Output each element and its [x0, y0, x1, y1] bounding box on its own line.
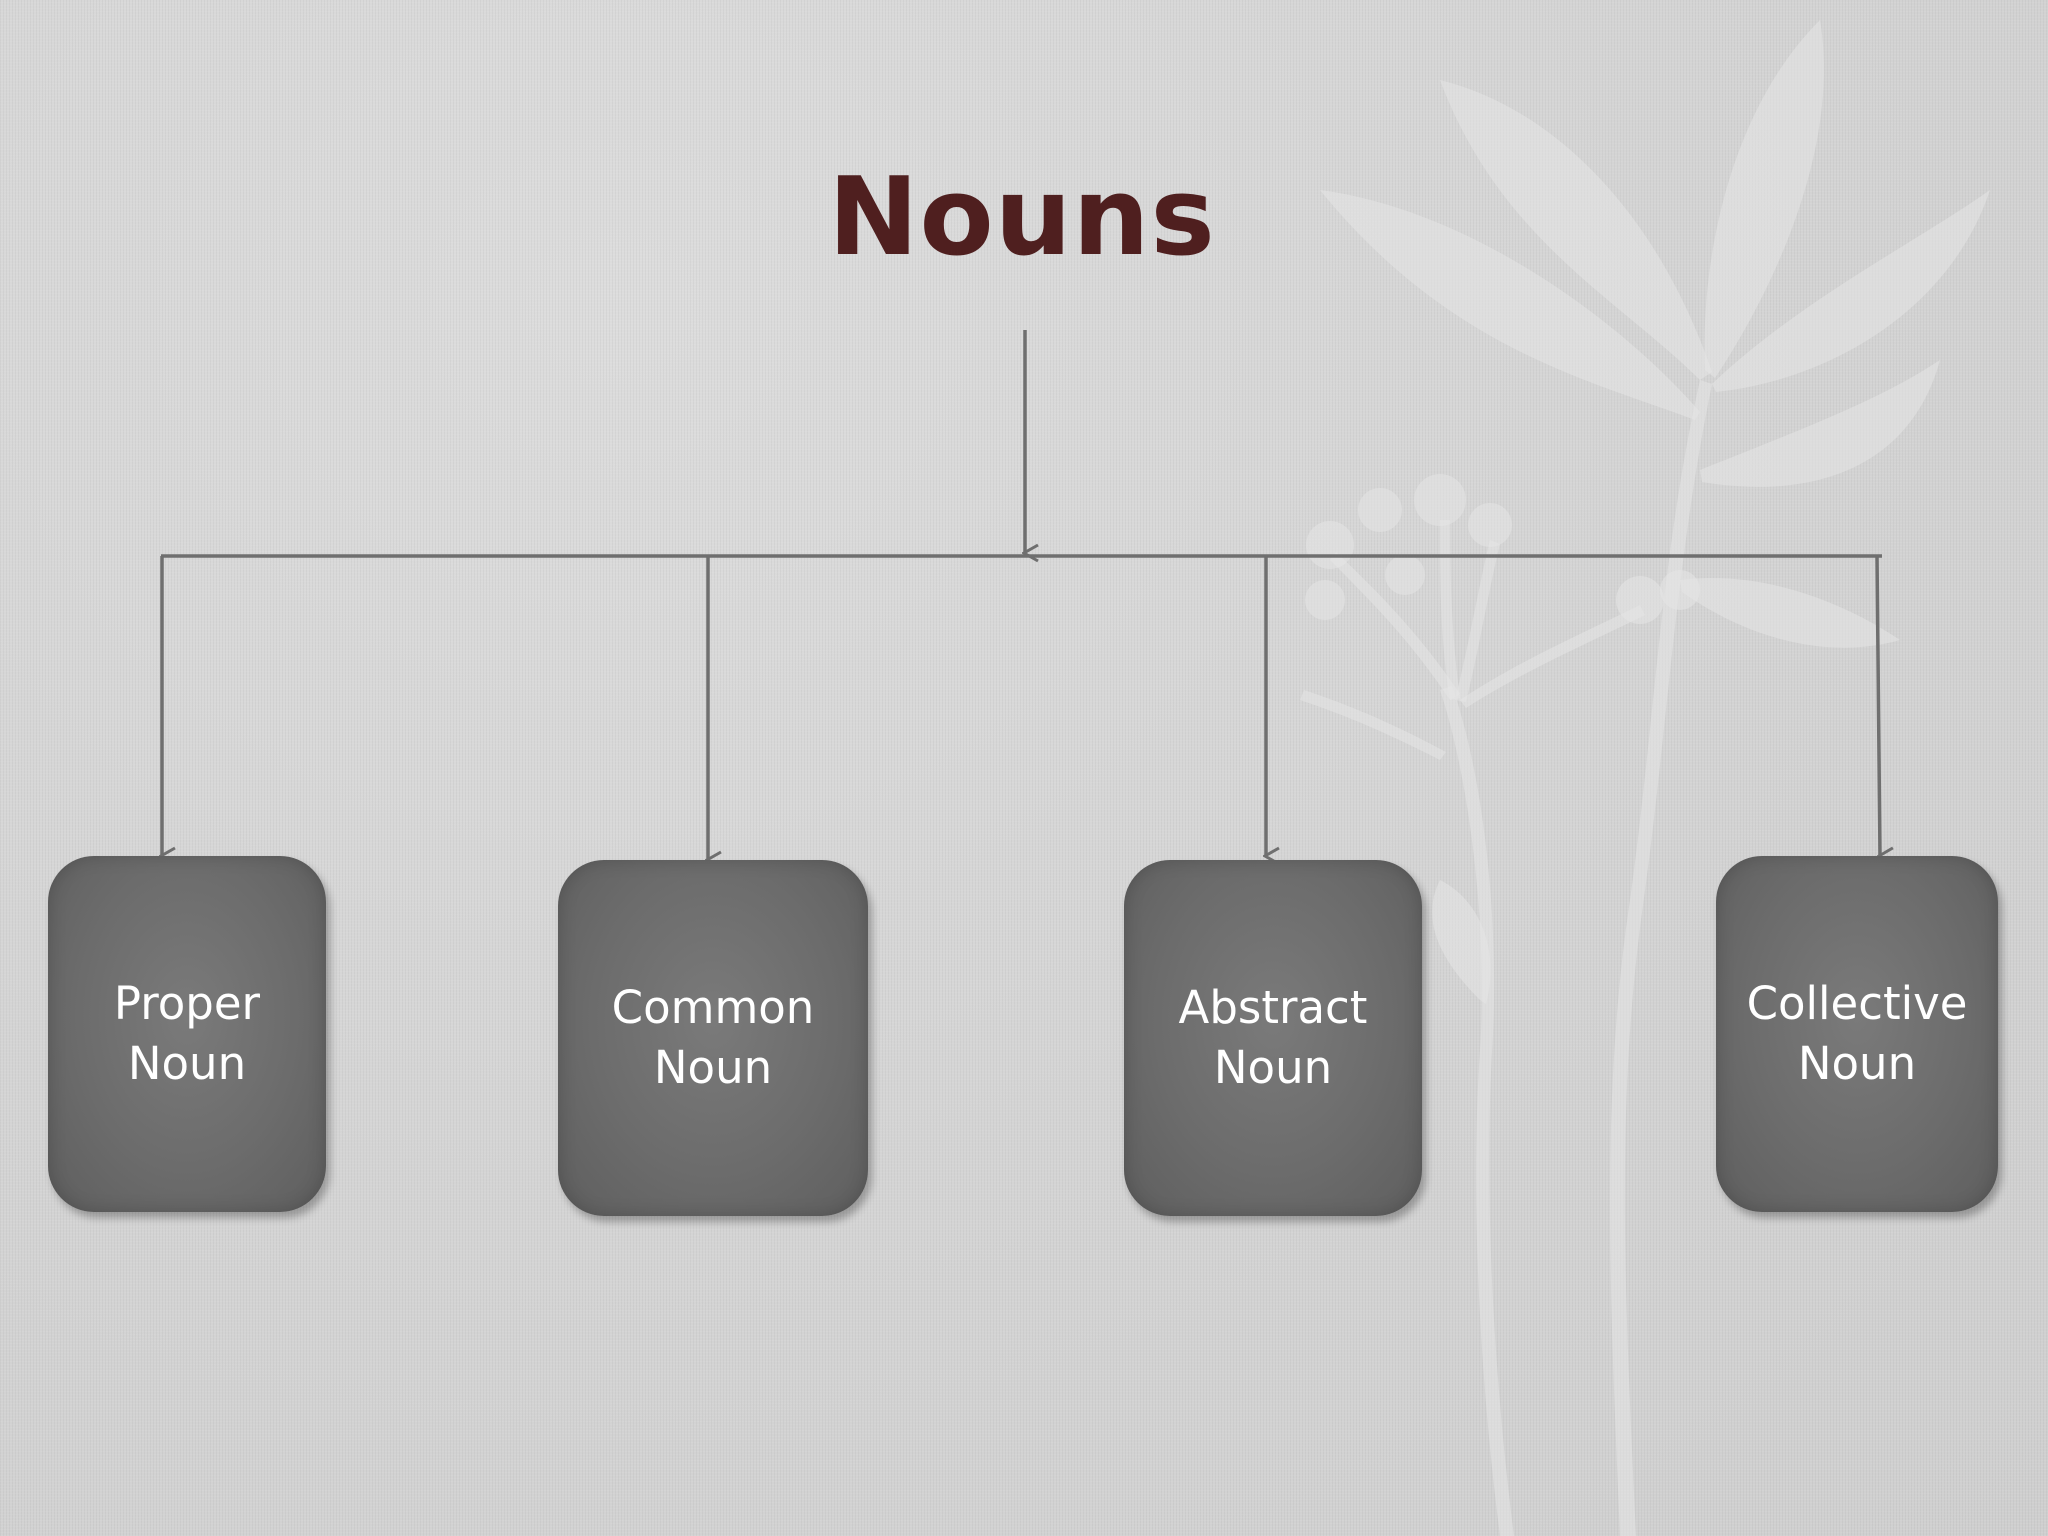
- node-collective-noun: Collective Noun: [1716, 856, 1998, 1212]
- drop-connector-collective: [1875, 555, 1880, 856]
- node-label: Common Noun: [611, 981, 815, 1094]
- diagram-title: Nouns: [0, 148, 2048, 288]
- node-label: Abstract Noun: [1178, 981, 1368, 1094]
- diagram-title-text: Nouns: [828, 155, 1216, 280]
- node-label: Proper Noun: [113, 977, 261, 1090]
- node-common-noun: Common Noun: [558, 860, 868, 1216]
- node-label: Collective Noun: [1746, 977, 1968, 1090]
- node-abstract-noun: Abstract Noun: [1124, 860, 1422, 1216]
- node-proper-noun: Proper Noun: [48, 856, 326, 1212]
